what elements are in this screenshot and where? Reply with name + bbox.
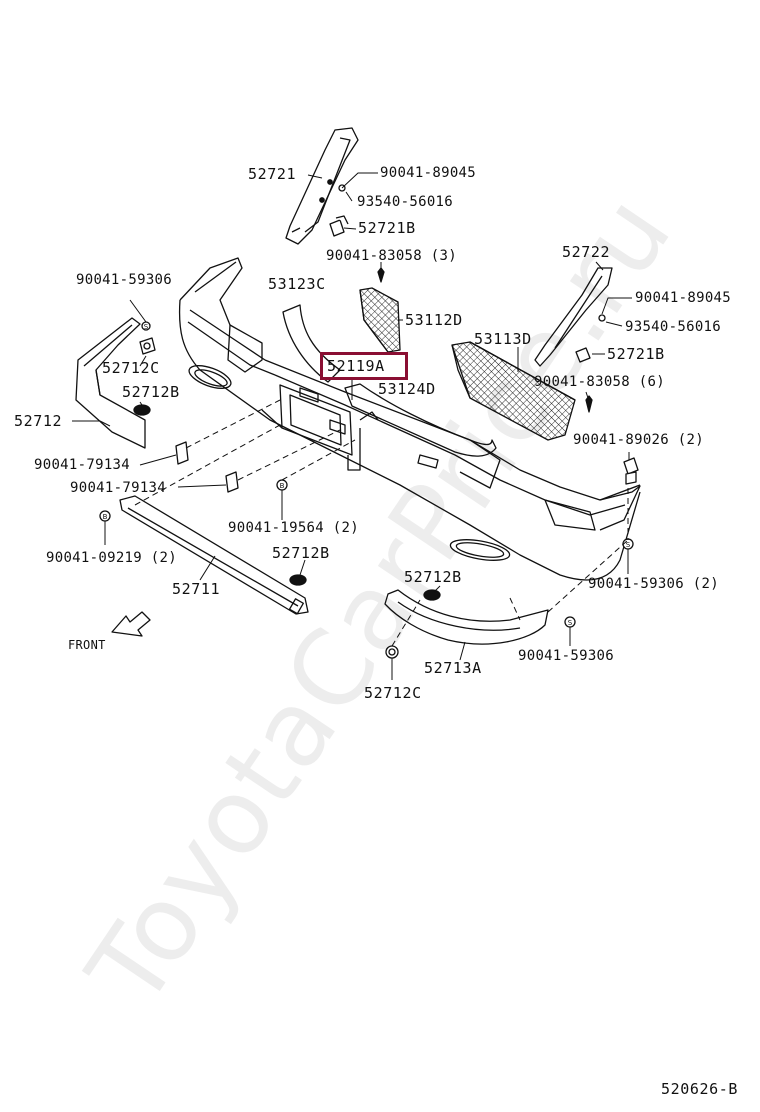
trim-53124d: [344, 383, 497, 457]
label-90041-59306-right[interactable]: 90041-59306: [518, 648, 615, 664]
label-53113d[interactable]: 53113D: [474, 330, 532, 348]
label-90041-89045-right[interactable]: 90041-89045: [635, 290, 732, 306]
label-52712b-middle[interactable]: 52712B: [272, 544, 330, 562]
label-53112d[interactable]: 53112D: [405, 311, 463, 329]
label-90041-83058-3[interactable]: 90041-83058 (3): [326, 248, 457, 264]
fasteners: [99, 184, 639, 659]
label-90041-09219-2[interactable]: 90041-09219 (2): [46, 550, 177, 566]
label-90041-89045-left[interactable]: 90041-89045: [380, 165, 477, 181]
s-mark: S: [144, 323, 149, 331]
label-52712c-bottom[interactable]: 52712C: [364, 684, 422, 702]
extension-53123c: [282, 304, 341, 383]
label-52713a[interactable]: 52713A: [424, 659, 482, 677]
s-mark: S: [568, 619, 573, 627]
leader-lines: [72, 172, 632, 680]
front-arrow-icon: [111, 611, 151, 637]
label-93540-56016-left[interactable]: 93540-56016: [357, 194, 454, 210]
front-label: FRONT: [68, 638, 106, 652]
label-90041-79134-a[interactable]: 90041-79134: [34, 457, 131, 473]
label-52119a[interactable]: 52119A: [327, 357, 385, 375]
highlighted-part-box: [320, 352, 408, 380]
label-52712b-right[interactable]: 52712B: [404, 568, 462, 586]
label-90041-89026-2[interactable]: 90041-89026 (2): [573, 432, 704, 448]
e-mark: B: [280, 482, 285, 490]
label-90041-59306-left[interactable]: 90041-59306: [76, 272, 173, 288]
label-52712c-left[interactable]: 52712C: [102, 359, 160, 377]
label-53123c[interactable]: 53123C: [268, 275, 326, 293]
label-90041-59306-2[interactable]: 90041-59306 (2): [588, 576, 719, 592]
label-90041-79134-b[interactable]: 90041-79134: [70, 480, 167, 496]
label-93540-56016-right[interactable]: 93540-56016: [625, 319, 722, 335]
label-90041-19564-2[interactable]: 90041-19564 (2): [228, 520, 359, 536]
label-52711[interactable]: 52711: [172, 580, 221, 598]
absorber-52711: [119, 495, 309, 615]
dashed-alignment-lines: [134, 399, 629, 647]
label-52722[interactable]: 52722: [562, 243, 611, 261]
diagram-id: 520626-B: [661, 1080, 739, 1098]
fastener-marks: S B B S S: [103, 323, 631, 627]
grille-53113d: [451, 341, 576, 441]
label-52712[interactable]: 52712: [14, 412, 63, 430]
retainer-52721: [285, 127, 359, 245]
s-mark: S: [626, 541, 631, 549]
label-52721b-right[interactable]: 52721B: [607, 345, 665, 363]
label-52721b-left[interactable]: 52721B: [358, 219, 416, 237]
e-mark: B: [103, 513, 108, 521]
label-52712b-left[interactable]: 52712B: [122, 383, 180, 401]
grille-53112d: [359, 287, 401, 353]
bumper-cover: [178, 257, 641, 581]
label-90041-83058-6[interactable]: 90041-83058 (6): [534, 374, 665, 390]
label-52721[interactable]: 52721: [248, 165, 297, 183]
label-53124d[interactable]: 53124D: [378, 380, 436, 398]
retainer-52722: [534, 267, 613, 367]
extension-52713a: [384, 589, 549, 645]
